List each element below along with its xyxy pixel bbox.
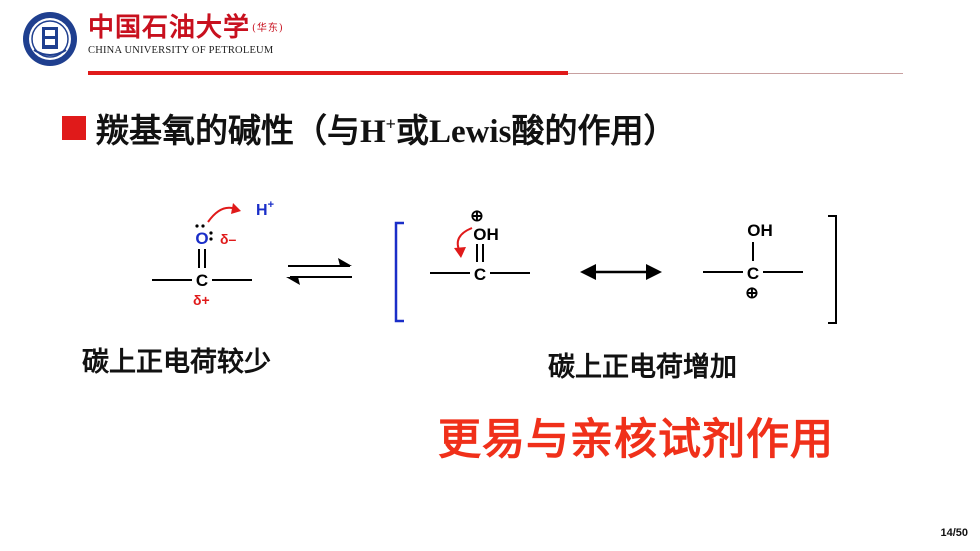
positive-charge-icon-2: ⊕ — [745, 285, 758, 302]
equilibrium-arrows-icon — [286, 258, 352, 285]
carbonyl-structure: C O δ– δ+ H+ — [152, 199, 274, 308]
left-bracket-icon — [394, 221, 404, 323]
carbon-atom-label: C — [196, 271, 208, 290]
university-seal-logo — [23, 12, 77, 66]
page-number: 14/50 — [940, 527, 968, 539]
protonated-carbonyl-structure: C OH ⊕ — [430, 208, 530, 284]
label-less-positive-charge: 碳上正电荷较少 — [82, 347, 271, 378]
conclusion-text: 更易与亲核试剂作用 — [438, 415, 834, 465]
proton-label: H+ — [256, 199, 274, 219]
delta-minus-label: δ– — [220, 231, 236, 247]
logo-wordmark: 中国石油大学(华东) CHINA UNIVERSITY OF PETROLEUM — [88, 12, 284, 56]
resonance-arrow-icon — [580, 264, 662, 280]
hydroxyl-label: OH — [473, 225, 499, 244]
carbon-atom-label-2: C — [474, 265, 486, 284]
delta-plus-label: δ+ — [193, 292, 210, 308]
header-rule-red — [88, 71, 568, 75]
slide-title: 羰基氧的碱性（与H+或Lewis酸的作用） — [62, 104, 676, 152]
label-increased-positive-charge: 碳上正电荷增加 — [548, 352, 737, 383]
hydroxyl-label-2: OH — [747, 221, 773, 240]
carbon-atom-label-3: C — [747, 264, 759, 283]
carbocation-structure: C OH ⊕ — [703, 221, 803, 302]
positive-charge-icon: ⊕ — [470, 208, 483, 225]
oxygen-atom-label: O — [195, 229, 208, 248]
square-bullet-icon — [62, 116, 86, 140]
logo-chinese-name: 中国石油大学(华东) — [88, 13, 284, 43]
logo-english-name: CHINA UNIVERSITY OF PETROLEUM — [88, 45, 274, 56]
header-rule-gray — [568, 73, 903, 74]
